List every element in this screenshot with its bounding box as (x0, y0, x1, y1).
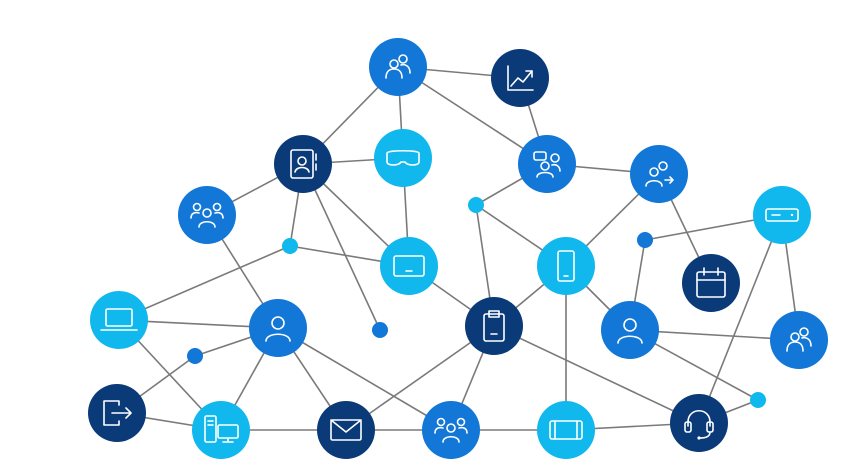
junction-dot (637, 232, 653, 248)
calendar-icon (696, 267, 726, 298)
node-circle (537, 401, 595, 459)
sign-out-icon (103, 400, 132, 426)
edge-contacts-dot-c (302, 163, 381, 331)
node-pair-right (770, 311, 828, 369)
node-chart (491, 49, 549, 107)
node-circle (770, 311, 828, 369)
node-circle (317, 401, 375, 459)
node-contacts (274, 135, 332, 193)
node-dot-b (282, 238, 298, 254)
team-icon (190, 202, 224, 228)
tablet-icon (393, 255, 425, 277)
junction-dot (468, 197, 484, 213)
node-circle (753, 186, 811, 244)
node-desktop (192, 401, 250, 459)
node-dot-a (468, 197, 484, 213)
mail-icon (330, 419, 362, 441)
edge-dot-b-laptop (118, 245, 291, 321)
node-mail (317, 401, 375, 459)
node-circle (491, 49, 549, 107)
node-surface-hub (537, 401, 595, 459)
trend-chart-icon (507, 65, 534, 91)
node-team-bottom (422, 401, 480, 459)
node-server (753, 186, 811, 244)
junction-dot (372, 322, 388, 338)
vr-headset-icon (386, 149, 420, 166)
node-circle (192, 401, 250, 459)
node-circle (369, 38, 427, 96)
edges-layer (116, 66, 800, 431)
clipboard-icon (483, 310, 505, 342)
node-circle (374, 129, 432, 187)
node-circle (274, 135, 332, 193)
node-circle (518, 135, 576, 193)
junction-dot (282, 238, 298, 254)
people-pair-icon (786, 327, 812, 352)
people-share-icon (645, 161, 674, 187)
node-calendar (682, 254, 740, 312)
node-team-left (178, 186, 236, 244)
node-circle (422, 401, 480, 459)
node-tablet (380, 237, 438, 295)
node-dot-d (637, 232, 653, 248)
display-device-icon (549, 420, 583, 440)
team-icon (434, 417, 468, 443)
node-circle (380, 237, 438, 295)
edge-person-center-team-bottom (277, 327, 452, 431)
node-circle (537, 237, 595, 295)
edge-group-top-chat-people (397, 66, 548, 165)
support-headset-icon (684, 409, 714, 440)
contact-book-icon (290, 149, 317, 179)
server-icon (765, 208, 799, 222)
person-icon (265, 316, 291, 342)
edge-clipboard-headset (493, 325, 700, 424)
node-circle (178, 186, 236, 244)
chat-people-icon (533, 151, 561, 178)
node-clipboard (465, 297, 523, 355)
node-chat-people (518, 135, 576, 193)
people-pair-icon (385, 54, 411, 79)
node-circle (601, 301, 659, 359)
edge-server-headset (698, 214, 783, 424)
node-vr-headset (374, 129, 432, 187)
phone-icon (557, 250, 575, 282)
junction-dot (187, 348, 203, 364)
junction-dot (750, 392, 766, 408)
node-group-top (369, 38, 427, 96)
laptop-icon (100, 308, 138, 331)
node-headset (670, 394, 728, 452)
node-circle (630, 145, 688, 203)
node-person-center (249, 299, 307, 357)
edge-clipboard-mail (345, 325, 495, 431)
nodes-layer (88, 38, 828, 459)
node-signout (88, 384, 146, 442)
node-dot-c (372, 322, 388, 338)
node-phone (537, 237, 595, 295)
node-circle (90, 291, 148, 349)
node-share-people (630, 145, 688, 203)
node-circle (682, 254, 740, 312)
node-circle (465, 297, 523, 355)
desktop-computer-icon (204, 415, 239, 443)
node-person-right (601, 301, 659, 359)
node-laptop (90, 291, 148, 349)
person-icon (617, 318, 643, 344)
node-circle (249, 299, 307, 357)
node-dot-e (187, 348, 203, 364)
node-circle (670, 394, 728, 452)
node-dot-f (750, 392, 766, 408)
